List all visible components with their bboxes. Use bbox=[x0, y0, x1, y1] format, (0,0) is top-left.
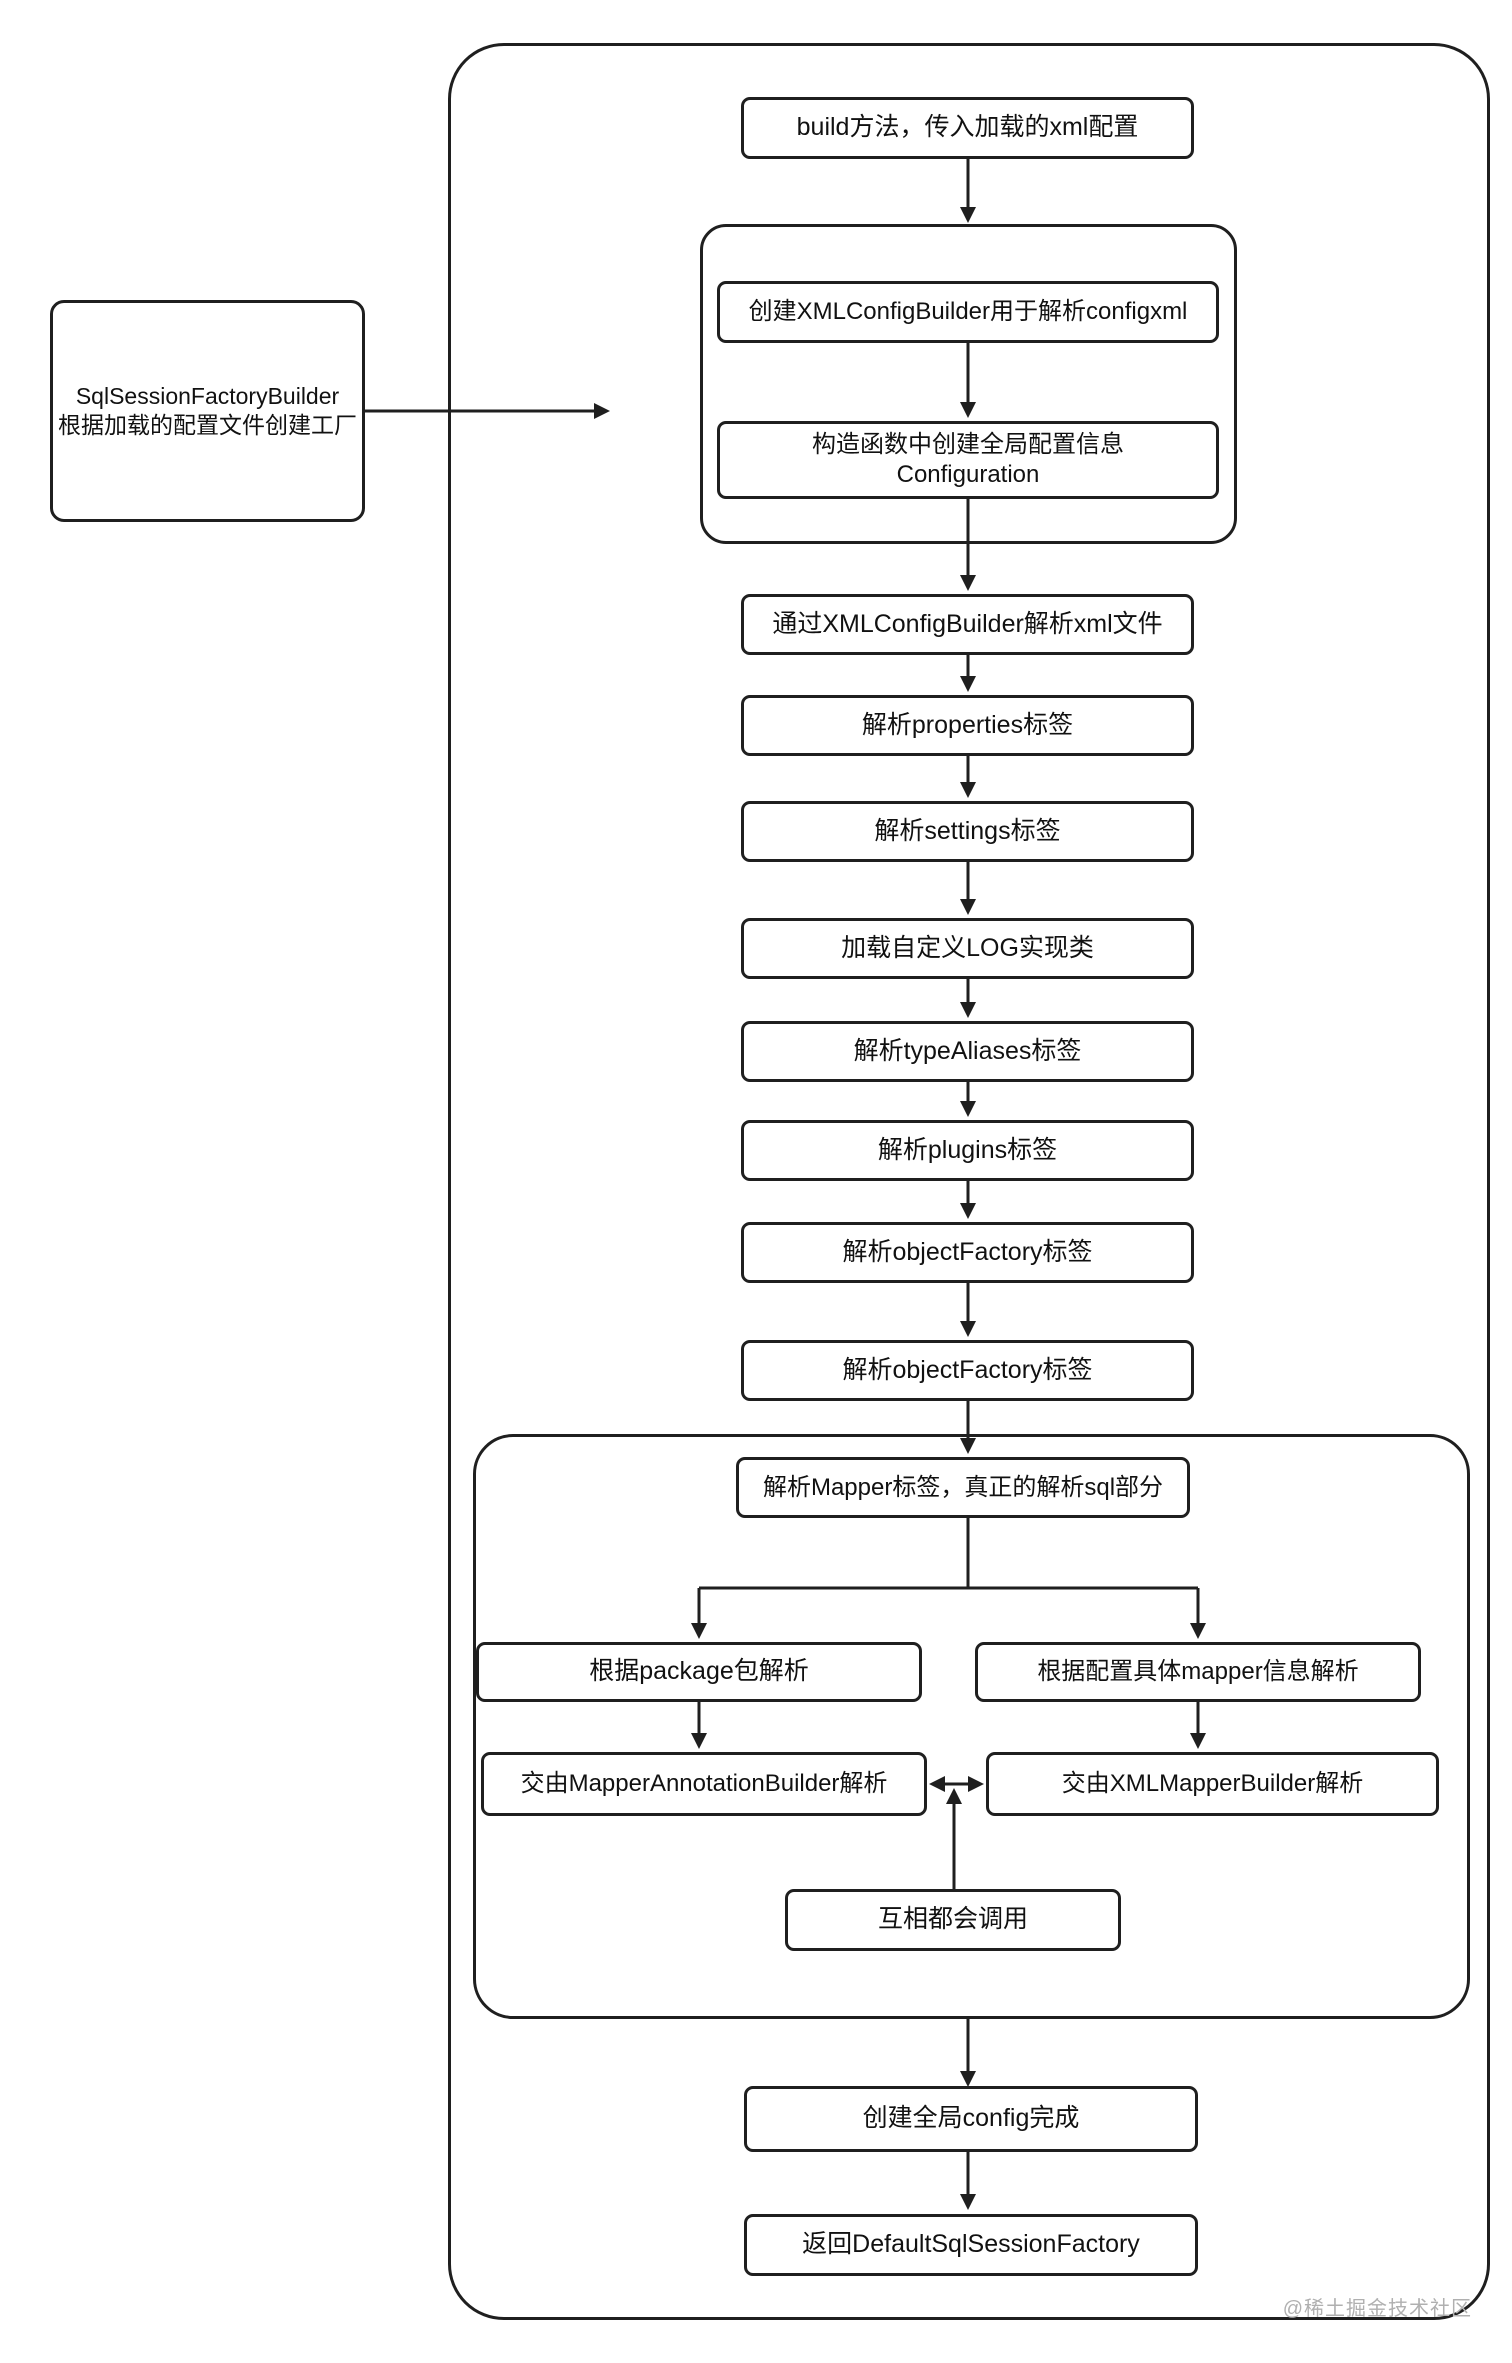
node-create-configuration-line2: Configuration bbox=[896, 461, 1040, 488]
node-mapperannotationbuilder: 交由MapperAnnotationBuilder解析 bbox=[481, 1752, 927, 1816]
node-parse-properties: 解析properties标签 bbox=[741, 695, 1194, 756]
node-create-configuration: 构造函数中创建全局配置信息 Configuration bbox=[717, 421, 1219, 499]
node-config-complete: 创建全局config完成 bbox=[744, 2086, 1198, 2152]
node-load-custom-log: 加载自定义LOG实现类 bbox=[741, 918, 1194, 979]
node-build-method: build方法，传入加载的xml配置 bbox=[741, 97, 1194, 159]
node-parse-by-mapper-config: 根据配置具体mapper信息解析 bbox=[975, 1642, 1421, 1702]
node-parse-plugins: 解析plugins标签 bbox=[741, 1120, 1194, 1181]
note-sqlsessionfactorybuilder: SqlSessionFactoryBuilder 根据加载的配置文件创建工厂 bbox=[50, 300, 365, 522]
note-line1: SqlSessionFactoryBuilder bbox=[75, 383, 340, 410]
node-parse-typealiases: 解析typeAliases标签 bbox=[741, 1021, 1194, 1082]
note-line2: 根据加载的配置文件创建工厂 bbox=[58, 412, 357, 438]
node-parse-xml-file: 通过XMLConfigBuilder解析xml文件 bbox=[741, 594, 1194, 655]
node-create-xmlconfigbuilder: 创建XMLConfigBuilder用于解析configxml bbox=[717, 281, 1219, 343]
node-parse-by-package: 根据package包解析 bbox=[476, 1642, 922, 1702]
node-parse-settings: 解析settings标签 bbox=[741, 801, 1194, 862]
node-return-defaultsqlsessionfactory: 返回DefaultSqlSessionFactory bbox=[744, 2214, 1198, 2276]
node-parse-objectfactory-2: 解析objectFactory标签 bbox=[741, 1340, 1194, 1401]
node-xmlmapperbuilder: 交由XMLMapperBuilder解析 bbox=[986, 1752, 1439, 1816]
watermark: @稀土掘金技术社区 bbox=[1282, 2298, 1472, 2320]
node-mutual-call: 互相都会调用 bbox=[785, 1889, 1121, 1951]
node-create-configuration-line1: 构造函数中创建全局配置信息 bbox=[812, 431, 1124, 458]
node-parse-objectfactory-1: 解析objectFactory标签 bbox=[741, 1222, 1194, 1283]
node-parse-mapper-tag: 解析Mapper标签，真正的解析sql部分 bbox=[736, 1457, 1190, 1518]
